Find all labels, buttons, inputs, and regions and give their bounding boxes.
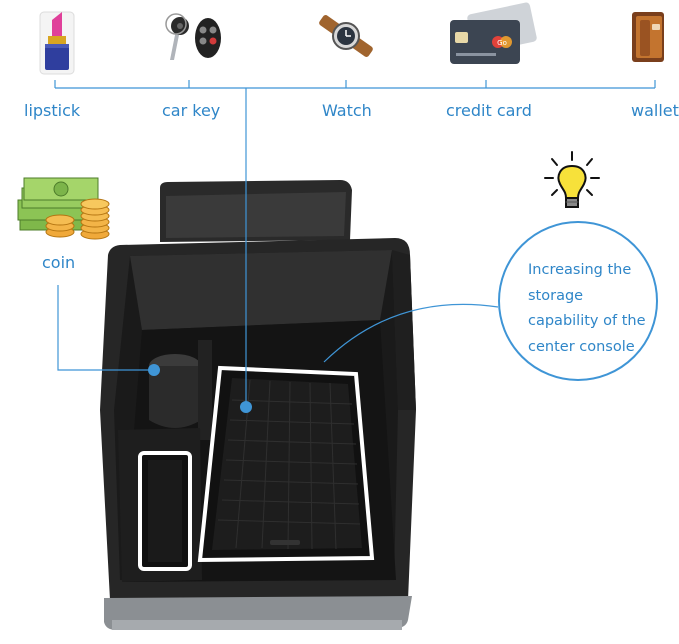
label-wallet: wallet	[631, 101, 679, 120]
console-armrest-box	[100, 180, 416, 630]
callout-circle	[498, 221, 658, 381]
pointer-dot-cup	[148, 364, 160, 376]
lipstick-icon	[39, 11, 75, 75]
credit-card-icon: Go	[450, 2, 537, 64]
light-bulb-icon	[544, 151, 600, 208]
label-watch: Watch	[322, 101, 372, 120]
connector-lines	[54, 80, 656, 404]
label-credit-card: credit card	[446, 101, 532, 120]
coin-stack-icon	[17, 177, 110, 240]
pointer-dot-mat	[240, 401, 252, 413]
card-mark: Go	[497, 39, 507, 47]
callout-text: Increasing the storage capability of the…	[528, 262, 646, 355]
label-lipstick: lipstick	[24, 101, 81, 120]
label-car-key: car key	[162, 101, 221, 120]
watch-icon	[319, 15, 373, 57]
label-coin: coin	[42, 253, 76, 272]
wallet-icon	[632, 12, 664, 62]
car-key-icon	[165, 13, 221, 60]
